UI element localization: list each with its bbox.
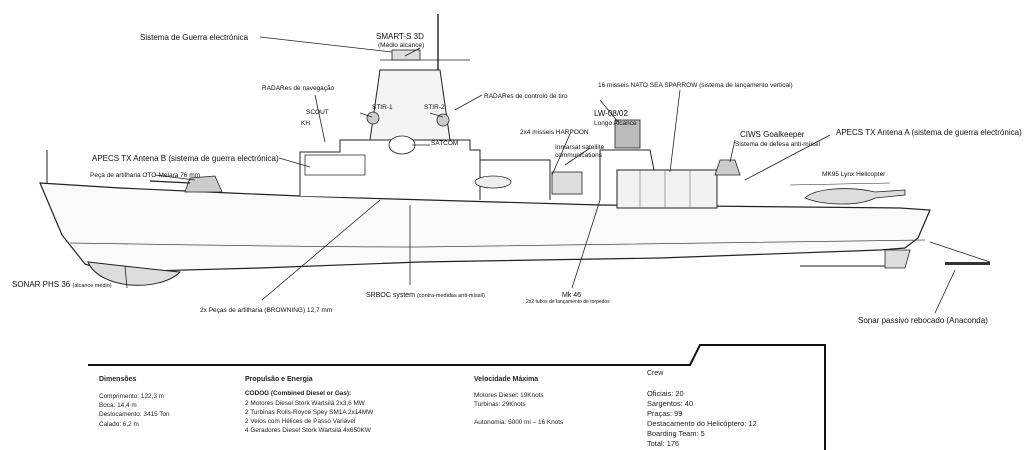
label-scout: SCOUT [306, 109, 329, 116]
satcom-dome [388, 135, 416, 155]
velocidade-line: Autonomia: 5000 mi – 16 Knots [474, 419, 564, 426]
velocidade-line: Turbinas: 29Knots [474, 401, 526, 408]
bridge-block [304, 154, 366, 176]
crew-line: Oficiais: 20 [647, 389, 684, 398]
towed-sonar [945, 262, 990, 265]
label-goalkeeper: CIWS Goalkeeper [740, 130, 805, 139]
propulsao-line: 2 Turbinas Rolls-Royce Spey SM1A 2x14MW [245, 409, 374, 416]
waterline [69, 239, 926, 248]
crew-line: Sargentos: 40 [647, 399, 694, 408]
crew-line: Praças: 99 [647, 409, 683, 418]
dimensoes-line: Comprimento: 122,3 m [99, 393, 164, 400]
spec-panel-frame [88, 344, 826, 450]
label-harpoon: 2x4 misseis HARPOON [520, 129, 589, 136]
boat-1 [474, 175, 512, 189]
dimensoes-title: Dimensões [99, 376, 137, 383]
propulsao-line: 2 Motores Diesel Stork Wartsilä 2x3,6 MW [245, 400, 365, 407]
label-inmarsat: Inmarsat satellite communications [555, 144, 605, 159]
towed-sonar-line [929, 241, 991, 263]
harpoon-launchers [551, 171, 583, 195]
dimensoes-line: Deslocamento: 3415 Ton [99, 411, 170, 418]
label-satcom: SATCOM [431, 140, 459, 147]
oto-melara-barrel [149, 180, 191, 184]
velocidade-line: Motores Diesel: 19Knots [474, 392, 544, 399]
crew-title: Crew [647, 370, 664, 377]
srboc-sub: (contra-medidas anti-míssil) [416, 293, 485, 299]
sonar-phs-name: SONAR PHS 36 [12, 280, 71, 289]
srboc-name: SRBOC system [366, 292, 416, 299]
label-apecs-b: APECS TX Antena B (sistema de guerra ele… [92, 154, 279, 163]
smart-s-radar [391, 49, 421, 61]
label-browning: 2x Peças de artilharia (BROWNING) 12,7 m… [200, 307, 333, 314]
dimensoes-line: Calado: 6,2 m [99, 421, 139, 428]
label-radar-navegacao: RADARes de navegação [262, 85, 335, 92]
label-mk46-sub: 2x2 tubos de lançamento de torpedos [526, 299, 610, 305]
sonar-dome [87, 261, 182, 286]
propulsao-line: CODOG (Combined Diesel or Gas): [245, 390, 352, 397]
label-goalkeeper-sub: Sistema de defesa anti-míssil [735, 141, 820, 148]
label-lynx: MK95 Lynx Helicopter [822, 171, 886, 178]
hangar [616, 169, 718, 209]
sonar-phs-sub: (alcance médio) [72, 283, 112, 289]
lw08-radar [614, 119, 641, 149]
label-guerra-electronica: Sistema de Guerra electrónica [140, 33, 249, 42]
crew-line: Total: 176 [647, 439, 680, 448]
propulsao-line: 2 Veios com Hélices de Passo Variável [245, 418, 356, 425]
label-sonar-phs: SONAR PHS 36 (alcance médio) [12, 281, 112, 290]
label-kh: KH [301, 120, 311, 127]
label-stir1: STIR-1 [372, 104, 393, 111]
label-otomelara: Peça de artilharia OTO-Melara 76 mm [90, 172, 201, 179]
label-lw08: LW-08/02 [594, 109, 628, 118]
label-lw08-sub: Longo Alcance [594, 120, 637, 127]
label-srboc: SRBOC system (contra-medidas anti-míssil… [366, 292, 485, 300]
goalkeeper-mount [714, 159, 741, 176]
label-smart-s-sub: (Médio alcance) [378, 42, 425, 49]
label-smart-s: SMART-S 3D [376, 32, 424, 41]
label-mk46: Mk 46 [562, 292, 582, 299]
leader-lines [124, 36, 956, 314]
propulsao-line: 4 Geradores Diesel Stork Wartsilä 4x650K… [245, 427, 371, 434]
label-apecs-a: APECS TX Antena A (sistema de guerra ele… [836, 128, 1022, 137]
crew-line: Destacamento do Helicóptero: 12 [647, 419, 757, 428]
stir-1-dish [366, 111, 380, 125]
main-mast [369, 69, 451, 141]
label-stir2: STIR-2 [424, 104, 445, 111]
stir-2-dish [436, 113, 450, 127]
rudder [884, 249, 911, 269]
label-sonar-passivo: Sonar passivo rebocado (Anaconda) [858, 316, 988, 325]
dimensoes-line: Boca: 14,4 m [99, 402, 137, 409]
crew-line: Boarding Team: 5 [647, 429, 705, 438]
propulsao-title: Propulsão e Energia [245, 376, 313, 383]
lynx-helicopter [804, 188, 906, 205]
velocidade-title: Velocidade Máxima [474, 376, 539, 383]
label-sea-sparrow: 16 misseis NATO SEA SPARROW (sistema de … [598, 82, 793, 89]
label-radar-tiro: RADARes de controlo de tiro [484, 93, 568, 100]
